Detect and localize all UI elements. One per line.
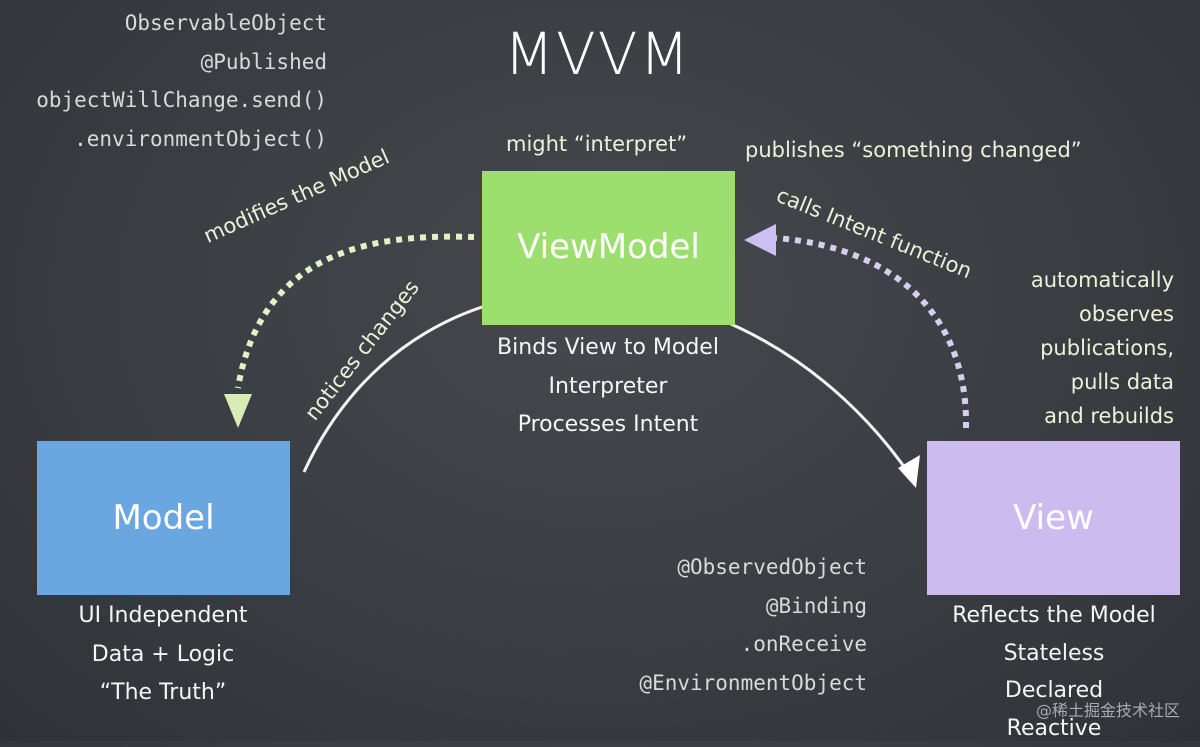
code-line: @Binding	[639, 587, 867, 626]
caption-line: Processes Intent	[468, 406, 748, 445]
arrowhead-viewmodel	[744, 224, 776, 256]
view-label: View	[1013, 498, 1094, 538]
viewmodel-box: ViewModel	[482, 171, 735, 325]
note-line: publications,	[1031, 331, 1174, 365]
arrowhead-view	[898, 455, 920, 488]
model-label: Model	[112, 498, 214, 538]
caption-line: “The Truth”	[23, 674, 303, 713]
view-caption: Reflects the Model Stateless Declared Re…	[913, 597, 1195, 747]
note-line: pulls data	[1031, 365, 1174, 399]
model-caption: UI Independent Data + Logic “The Truth”	[23, 597, 303, 713]
caption-line: Data + Logic	[23, 636, 303, 675]
caption-line: Reflects the Model	[913, 597, 1195, 635]
note-line: and rebuilds	[1031, 399, 1174, 433]
caption-line: UI Independent	[23, 597, 303, 636]
viewmodel-caption: Binds View to Model Interpreter Processe…	[468, 329, 748, 445]
caption-line: Binds View to Model	[468, 329, 748, 368]
caption-line: Interpreter	[468, 368, 748, 407]
code-line: @ObservedObject	[639, 548, 867, 587]
note-line: automatically	[1031, 263, 1174, 297]
arrowhead-model	[224, 394, 252, 428]
caption-line: Stateless	[913, 635, 1195, 673]
view-box: View	[927, 441, 1180, 595]
model-box: Model	[37, 441, 290, 595]
viewmodel-label: ViewModel	[517, 227, 700, 267]
bottom-code-block: @ObservedObject @Binding .onReceive @Env…	[639, 548, 867, 702]
code-line: @EnvironmentObject	[639, 664, 867, 703]
note-auto-observes: automatically observes publications, pul…	[1031, 263, 1174, 433]
note-line: observes	[1031, 297, 1174, 331]
watermark: @稀土掘金技术社区	[1036, 697, 1180, 721]
code-line: .onReceive	[639, 625, 867, 664]
